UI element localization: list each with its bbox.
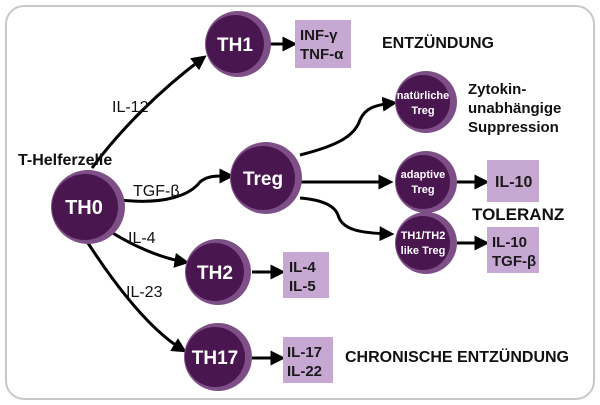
heading-tolerance: TOLERANZ bbox=[472, 205, 564, 224]
heading-cytokine-independent-2: unabhängige bbox=[468, 100, 561, 117]
cell-adaptive-treg-label-2: Treg bbox=[411, 184, 434, 196]
cell-th1: TH1 bbox=[205, 11, 271, 77]
box-th1-line-2: TNF-α bbox=[300, 46, 344, 63]
label-tgf-beta: TGF-β bbox=[133, 183, 180, 200]
label-il23: IL-23 bbox=[126, 284, 163, 301]
cell-th0: TH0 bbox=[51, 170, 125, 244]
cell-th2: TH2 bbox=[185, 239, 251, 305]
arrow-treg-natural bbox=[299, 96, 398, 157]
cell-adaptive-treg-label-1: adaptive bbox=[401, 169, 446, 181]
box-th17-cytokines: IL-17 IL-22 bbox=[283, 337, 333, 383]
cell-th17-label: TH17 bbox=[192, 348, 238, 369]
box-th2-line-1: IL-4 bbox=[289, 259, 316, 276]
box-adaptive-line-1: IL-10 bbox=[495, 174, 532, 191]
arrow-treg-th1th2 bbox=[299, 196, 395, 242]
box-th1-line-1: INF-γ bbox=[300, 27, 338, 44]
arrow-th0-th1 bbox=[90, 55, 207, 169]
box-th1th2-cytokines: IL-10 TGF-β bbox=[487, 227, 539, 273]
cell-th2-label: TH2 bbox=[197, 263, 233, 284]
cell-treg-label: Treg bbox=[243, 169, 283, 190]
cell-th0-label: TH0 bbox=[65, 197, 103, 219]
arrow-th0-treg bbox=[119, 168, 235, 203]
box-th1-cytokines: INF-γ TNF-α bbox=[295, 20, 351, 68]
cell-natural-treg-label-1: natürliche bbox=[397, 90, 450, 102]
box-th17-line-2: IL-22 bbox=[287, 363, 322, 380]
label-il4: IL-4 bbox=[128, 230, 156, 247]
cell-th1th2-treg-label-1: TH1/TH2 bbox=[401, 230, 446, 242]
cell-adaptive-treg: adaptive Treg bbox=[395, 151, 457, 213]
box-th17-line-1: IL-17 bbox=[287, 344, 322, 361]
cell-th1th2-treg: TH1/TH2 like Treg bbox=[395, 212, 457, 274]
box-th1th2-line-1: IL-10 bbox=[492, 234, 527, 251]
cell-natural-treg-label-2: Treg bbox=[411, 105, 434, 117]
box-th1th2-line-2: TGF-β bbox=[492, 253, 536, 270]
arrow-th0-th17 bbox=[84, 239, 187, 353]
t-helper-label: T-Helferzelle bbox=[18, 152, 112, 169]
box-th2-cytokines: IL-4 IL-5 bbox=[283, 252, 329, 298]
label-il12: IL-12 bbox=[112, 99, 149, 116]
cell-th1-label: TH1 bbox=[217, 35, 253, 56]
heading-chronic-inflammation: CHRONISCHE ENTZÜNDUNG bbox=[345, 347, 569, 366]
heading-inflammation: ENTZÜNDUNG bbox=[382, 33, 494, 52]
cell-natural-treg: natürliche Treg bbox=[395, 71, 457, 133]
box-adaptive-cytokines: IL-10 bbox=[487, 160, 539, 202]
box-th2-line-2: IL-5 bbox=[289, 278, 316, 295]
cell-treg: Treg bbox=[230, 142, 302, 214]
cell-th1th2-treg-label-2: like Treg bbox=[401, 245, 446, 257]
heading-cytokine-independent-3: Suppression bbox=[468, 119, 559, 136]
heading-cytokine-independent-1: Zytokin- bbox=[468, 81, 526, 98]
cell-th17: TH17 bbox=[184, 323, 252, 391]
